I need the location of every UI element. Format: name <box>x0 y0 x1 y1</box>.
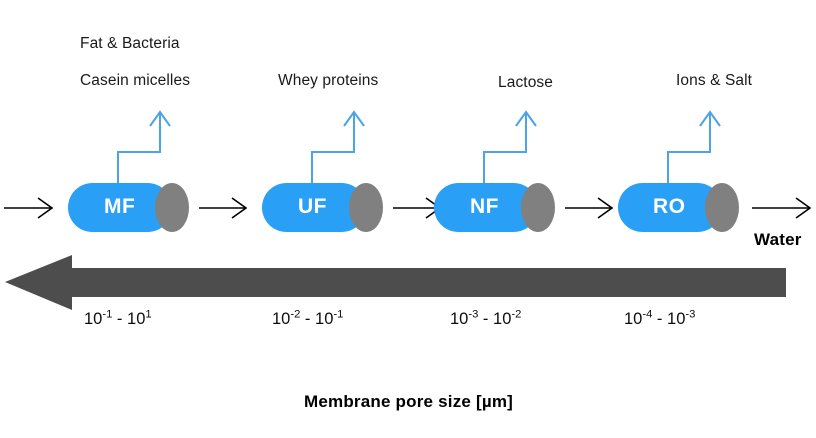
pore-size-nf-to-mantissa: 10 <box>493 310 512 328</box>
pore-size-uf-to-exponent: -1 <box>333 308 344 321</box>
diagram-axis-title: Membrane pore size [µm] <box>304 392 513 411</box>
flow-arrow-uf-nf <box>393 197 442 219</box>
membrane-label-ro: RO <box>653 195 686 218</box>
pore-size-ro-to-mantissa: 10 <box>667 310 686 328</box>
flow-arrow-nf-ro <box>565 197 614 219</box>
membrane-label-mf: MF <box>104 195 136 218</box>
pore-size-nf-from-mantissa: 10 <box>450 310 469 328</box>
retained-label-mf-1: Fat & Bacteria <box>80 35 180 52</box>
membrane-module-ro[interactable] <box>618 183 739 232</box>
retained-label-ro-1: Ions & Salt <box>676 72 753 89</box>
membrane-module-mf[interactable] <box>68 183 189 232</box>
connector-arrow-nf <box>483 110 537 183</box>
flow-arrow-mf-uf <box>199 197 248 219</box>
pore-size-mf-from-exponent: -1 <box>102 308 113 321</box>
pore-size-mf-to-exponent: 1 <box>145 308 152 321</box>
pore-size-uf-to-mantissa: 10 <box>315 310 334 328</box>
flow-arrow-inlet <box>4 197 54 219</box>
pore-size-uf-separator: - <box>300 310 316 328</box>
pore-size-ro: 10-4 - 10-3 <box>624 308 696 329</box>
connector-arrow-ro <box>667 110 721 183</box>
pore-size-uf-from-mantissa: 10 <box>272 310 291 328</box>
pore-size-uf-from-exponent: -2 <box>290 308 301 321</box>
pore-size-nf-separator: - <box>478 310 494 328</box>
pore-size-ro-from-exponent: -4 <box>642 308 653 321</box>
connector-arrow-uf <box>311 110 365 183</box>
pore-size-nf: 10-3 - 10-2 <box>450 308 522 329</box>
water-outlet-label: Water <box>754 230 802 249</box>
membrane-label-uf: UF <box>298 195 327 218</box>
retained-label-uf-1: Whey proteins <box>278 72 379 89</box>
pore-size-uf: 10-2 - 10-1 <box>272 308 344 329</box>
pore-size-ro-to-exponent: -3 <box>685 308 696 321</box>
pore-size-scale-arrow <box>5 255 786 310</box>
pore-size-mf-to-mantissa: 10 <box>127 310 146 328</box>
membrane-label-nf: NF <box>470 195 499 218</box>
pore-size-nf-from-exponent: -3 <box>468 308 479 321</box>
retained-label-mf-2: Casein micelles <box>80 72 191 89</box>
pore-size-mf-from-mantissa: 10 <box>84 310 103 328</box>
pore-size-mf-separator: - <box>112 310 128 328</box>
retained-label-nf-1: Lactose <box>498 74 553 91</box>
pore-size-ro-from-mantissa: 10 <box>624 310 643 328</box>
pore-size-nf-to-exponent: -2 <box>511 308 522 321</box>
flow-arrow-outlet <box>752 197 812 219</box>
pore-size-ro-separator: - <box>652 310 668 328</box>
pore-size-mf: 10-1 - 101 <box>84 308 152 329</box>
connector-arrow-mf <box>117 110 171 183</box>
membrane-module-uf[interactable] <box>262 183 383 232</box>
membrane-module-nf[interactable] <box>434 183 555 232</box>
